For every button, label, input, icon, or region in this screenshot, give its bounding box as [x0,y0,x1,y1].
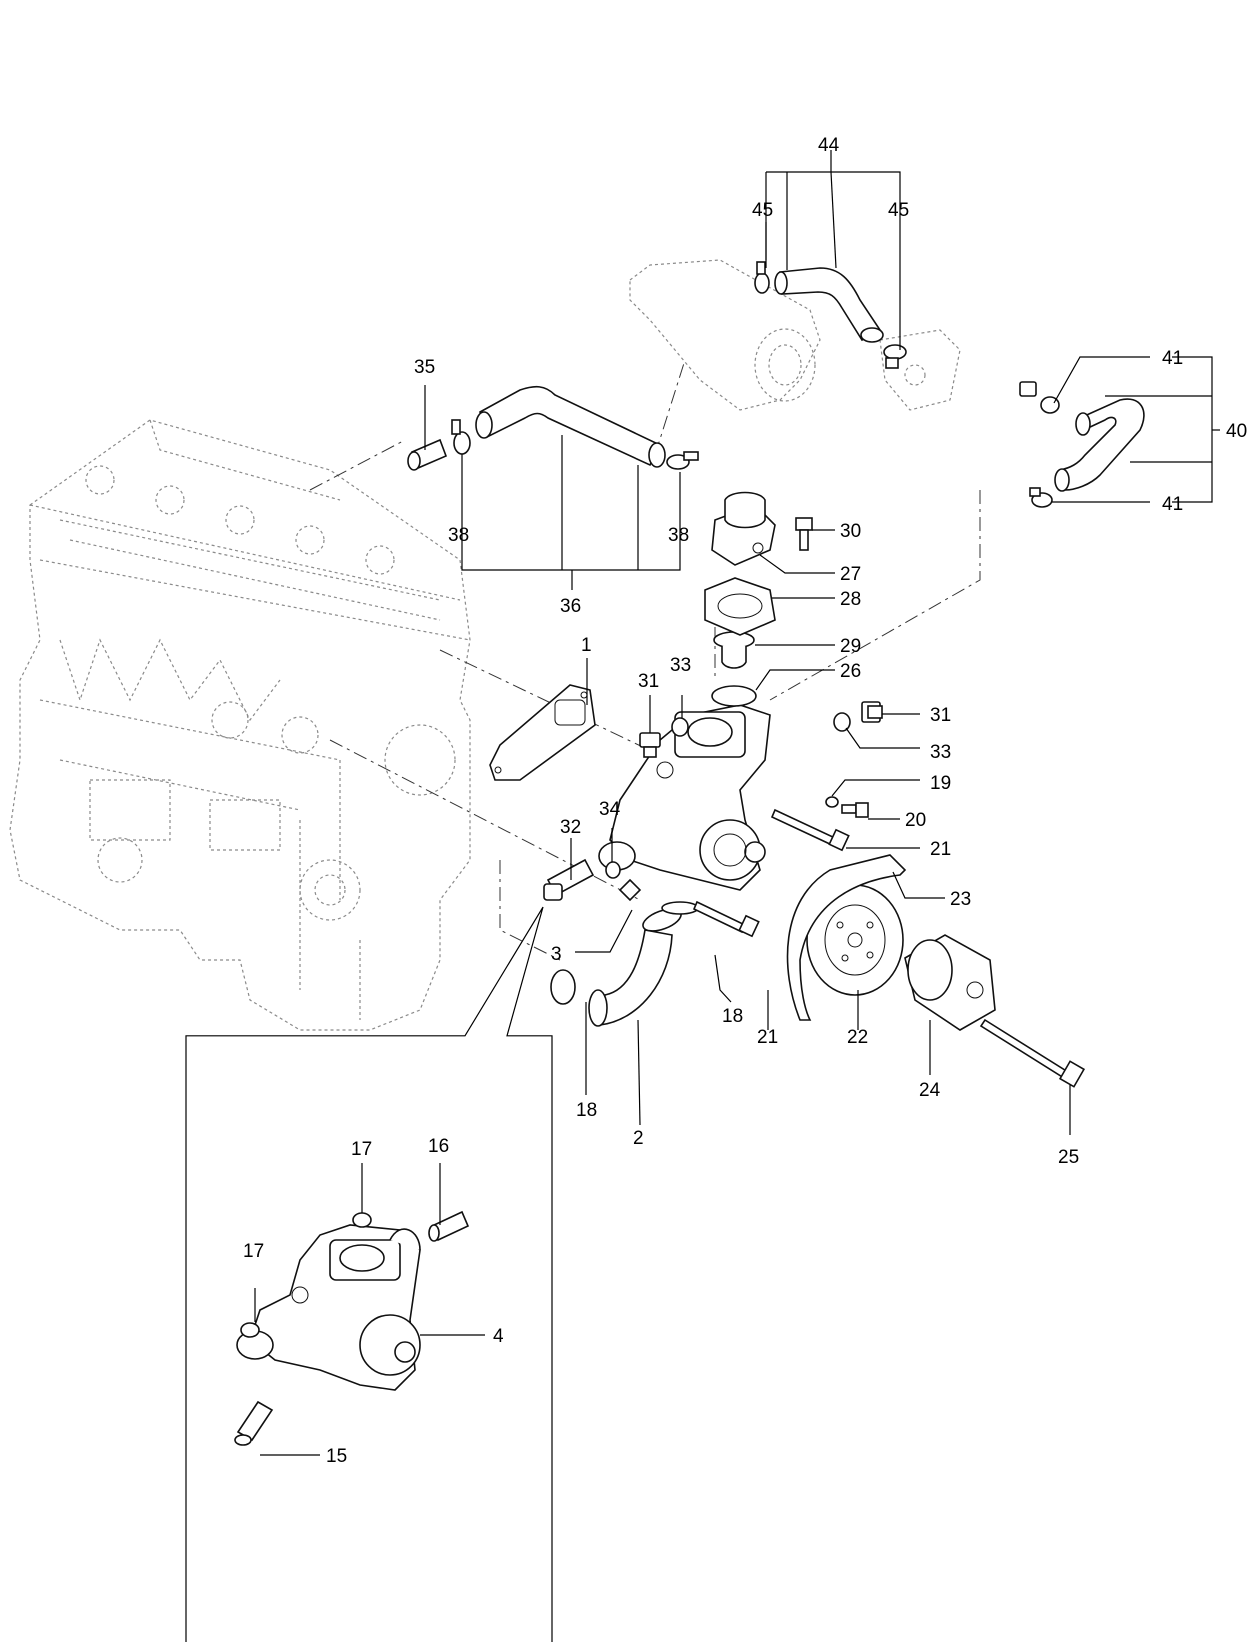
engine-block-outline [9,419,471,1031]
callout-27: 27 [840,564,861,585]
callout-45a: 45 [752,200,773,221]
callout-17b: 17 [243,1241,264,1262]
fitting-35 [407,438,448,471]
callout-35: 35 [414,357,435,378]
hose-36 [475,385,666,468]
washer-33a [671,717,689,737]
callout-2: 2 [633,1128,644,1149]
callout-22: 22 [847,1027,868,1048]
o-ring-26 [711,685,757,707]
plug-17b [240,1322,260,1338]
fitting-16 [428,1210,470,1242]
fan-spacer-24 [904,934,996,1031]
callout-38a: 38 [448,525,469,546]
hose-clamp-45b [883,344,907,369]
callout-25: 25 [1058,1147,1079,1168]
belt-23 [786,854,907,1021]
gasket-28 [704,577,776,636]
callout-29: 29 [840,636,861,657]
thermostat-housing-27 [711,491,776,566]
callout-44: 44 [818,135,840,156]
callout-34: 34 [599,799,621,820]
inset-detail-box [185,906,553,1642]
callout-33b: 33 [930,742,951,763]
callout-21a: 21 [930,839,951,860]
callout-18a: 18 [576,1100,597,1121]
callout-1: 1 [581,635,592,656]
bolt-21a [692,900,760,938]
callout-40: 40 [1226,421,1247,442]
callout-31b: 31 [930,705,951,726]
washer-34 [605,861,621,879]
gasket-1 [489,684,596,781]
elbow-hose-2 [588,908,682,1027]
temperature-sensor-32 [543,858,595,901]
callout-16: 16 [428,1136,449,1157]
callout-30: 30 [840,521,861,542]
callout-18b: 18 [722,1006,743,1027]
leader-lines [254,150,1220,1456]
bolt-30 [795,517,813,551]
fitting-egr [1019,381,1037,397]
callout-19: 19 [930,773,951,794]
callout-24: 24 [919,1080,941,1101]
hose-clamp-45a [754,261,770,294]
hose-44 [774,267,884,343]
callout-41b: 41 [1162,494,1183,515]
callout-21b: 21 [757,1027,778,1048]
hose-40 [1054,398,1145,492]
hose-clamp-38b [666,451,699,470]
egr-cooler-outline [629,259,961,411]
callout-20: 20 [905,810,926,831]
hose-clamp-41b [1029,487,1053,508]
callout-45b: 45 [888,200,909,221]
callout-41a: 41 [1162,348,1183,369]
plug-31b [861,701,883,723]
callout-26: 26 [840,661,861,682]
callout-38b: 38 [668,525,689,546]
callout-3: 3 [551,944,562,965]
callout-33a: 33 [670,655,691,676]
water-pump-housing-3 [598,704,771,902]
bolt-21b [770,808,850,852]
callout-17a: 17 [351,1139,372,1160]
fitting-15 [234,1400,274,1446]
washer-19 [825,796,839,808]
thermostat-29 [713,631,755,669]
bolt-20 [841,802,869,818]
washer-33b [833,712,851,732]
callout-4: 4 [493,1326,504,1347]
bolt-25 [979,1018,1086,1088]
callout-36: 36 [560,596,581,617]
o-ring-18a [550,969,576,1005]
callout-labels: 44 45 45 35 41 40 41 38 38 36 30 27 28 2… [243,135,1247,1467]
o-ring-18b [661,901,699,915]
callout-23: 23 [950,889,971,910]
callout-32: 32 [560,817,581,838]
callout-28: 28 [840,589,861,610]
callout-15: 15 [326,1446,347,1467]
plug-31a [639,732,661,758]
plug-17a [352,1212,372,1228]
hose-clamp-38a [451,419,471,455]
callout-31a: 31 [638,671,659,692]
